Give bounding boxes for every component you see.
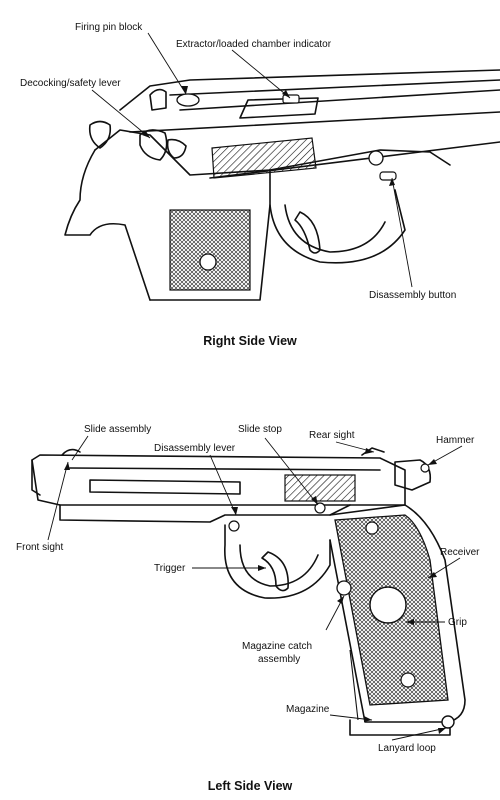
label-firing-pin-block: Firing pin block	[75, 22, 143, 33]
label-rear-sight: Rear sight	[309, 430, 355, 441]
label-magazine-catch: Magazine catch	[242, 641, 312, 652]
right-view-leaders	[91, 32, 413, 288]
label-front-sight: Front sight	[16, 542, 63, 553]
label-receiver: Receiver	[440, 547, 480, 558]
left-side-view: Slide assembly Disassembly lever Slide s…	[16, 424, 480, 793]
label-lanyard-loop: Lanyard loop	[378, 743, 436, 754]
label-extractor: Extractor/loaded chamber indicator	[176, 39, 332, 50]
label-decocking-lever: Decocking/safety lever	[20, 78, 121, 89]
label-magazine: Magazine	[286, 704, 330, 715]
label-disassembly-lever: Disassembly lever	[154, 443, 236, 454]
label-trigger: Trigger	[154, 563, 186, 574]
label-hammer: Hammer	[436, 435, 475, 446]
label-grip: Grip	[448, 617, 467, 628]
label-disassembly-button: Disassembly button	[369, 290, 456, 301]
label-magazine-catch-assembly: assembly	[258, 654, 300, 665]
left-view-drawing	[31, 447, 466, 736]
left-view-caption: Left Side View	[208, 779, 293, 793]
right-view-drawing	[64, 69, 500, 301]
right-side-view: Firing pin block Extractor/loaded chambe…	[20, 22, 500, 348]
right-view-caption: Right Side View	[203, 334, 297, 348]
left-view-leaders	[47, 435, 463, 741]
label-slide-stop: Slide stop	[238, 424, 282, 435]
label-slide-assembly: Slide assembly	[84, 424, 151, 435]
